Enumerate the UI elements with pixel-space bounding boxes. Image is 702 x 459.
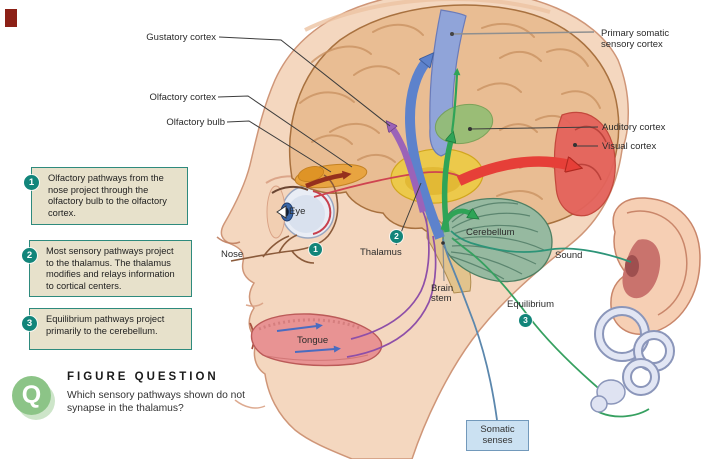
label-eye: Eye (289, 206, 306, 217)
label-sound: Sound (555, 250, 583, 261)
olfactory-bulb-patch (297, 166, 325, 182)
callout-box-3: 3 Equilibrium pathways project primarily… (22, 308, 192, 350)
somatic-pathway-line (442, 238, 498, 421)
label-auditory-cortex: Auditory cortex (602, 122, 666, 133)
callout-2-text: Most sensory pathways project to the tha… (46, 246, 175, 291)
face-creases (216, 175, 311, 409)
callout-3-number-badge: 3 (22, 316, 37, 331)
inner-ear (590, 306, 675, 413)
pathway-marker-2: 2 (390, 230, 403, 243)
label-gustatory-cortex: Gustatory cortex (146, 32, 216, 43)
figure-question-title: FIGURE QUESTION (67, 371, 219, 383)
visual-projection-arrow (456, 156, 569, 186)
scalp-arc (304, 0, 551, 32)
label-olfactory-bulb: Olfactory bulb (166, 117, 225, 128)
label-equilibrium: Equilibrium (507, 299, 554, 310)
olfactory-projection-arrow (305, 170, 352, 189)
tongue-arrows (276, 322, 341, 353)
figure-question-text: Which sensory pathways shown do not syna… (67, 390, 245, 414)
gustatory-pathway-lines (346, 205, 437, 358)
question-icon: Q (12, 376, 51, 415)
somatic-senses-box: Somatic senses (466, 420, 529, 451)
sound-pathway-line (450, 230, 632, 263)
callout-3-text: Equilibrium pathways project primarily t… (46, 314, 165, 336)
label-visual-cortex: Visual cortex (602, 141, 657, 152)
label-olfactory-cortex: Olfactory cortex (149, 92, 216, 103)
callout-2-number-badge: 2 (22, 248, 37, 263)
tongue (249, 313, 383, 367)
retina-line (312, 190, 332, 235)
callout-box-1: 1 Olfactory pathways from the nose proje… (24, 167, 188, 225)
eyelash (271, 185, 309, 194)
label-brain-stem: Brain stem (431, 283, 454, 304)
callout-1-text: Olfactory pathways from the nose project… (48, 173, 167, 218)
auditory-projection-thin-arrow (450, 68, 461, 133)
ear (610, 197, 701, 335)
brain-gyri (299, 22, 601, 200)
label-nose: Nose (221, 249, 244, 260)
callout-box-2: 2 Most sensory pathways project to the t… (22, 240, 192, 297)
pathway-marker-3: 3 (519, 314, 532, 327)
eye (266, 185, 335, 239)
equilibrium-projection-arrow (440, 211, 471, 231)
pathway-marker-1: 1 (309, 243, 322, 256)
label-cerebellum: Cerebellum (466, 227, 515, 238)
label-primary-somatic-sensory-cortex: Primary somatic sensory cortex (601, 28, 670, 50)
somatic-projection-arrow (404, 62, 445, 240)
leader-lines (217, 31, 599, 282)
label-thalamus: Thalamus (360, 247, 402, 258)
callout-1-number-badge: 1 (24, 175, 39, 190)
figure-corner-tab (5, 9, 17, 27)
gustatory-projection-arrow (392, 128, 427, 213)
eye-pointer-icon (276, 205, 287, 219)
label-tongue: Tongue (297, 335, 329, 346)
